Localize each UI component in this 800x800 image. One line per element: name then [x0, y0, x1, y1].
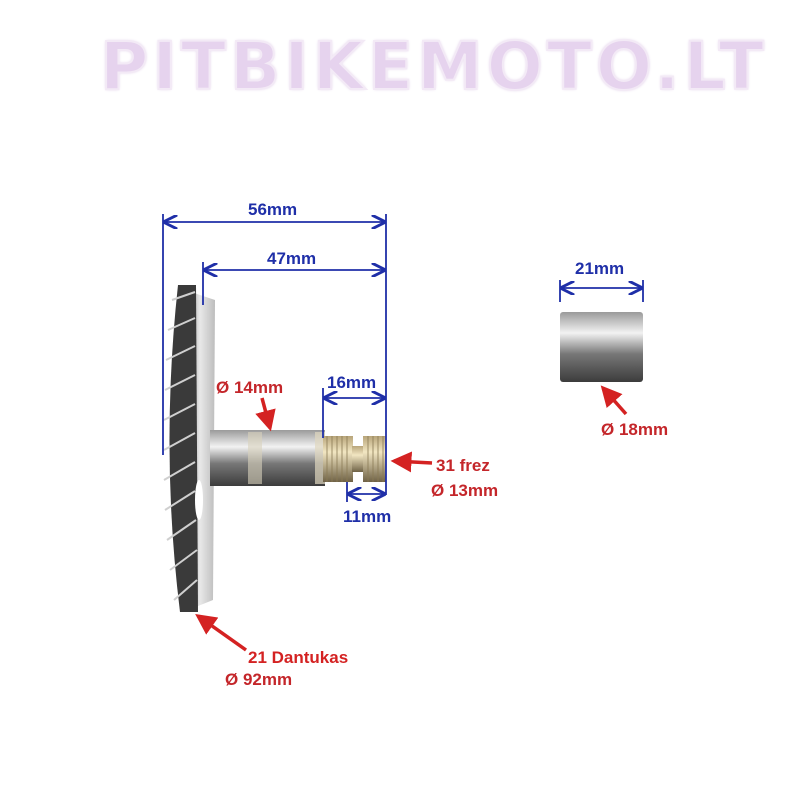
spline-diameter-label: Ø 13mm	[431, 481, 499, 500]
shaft	[210, 430, 386, 486]
bushing	[560, 312, 643, 382]
shaft-diameter-label: Ø 14mm	[216, 378, 284, 397]
gear	[163, 285, 215, 612]
spline-length-label: 16mm	[327, 373, 377, 392]
dimension-lines	[162, 214, 644, 502]
watermark-logo: PITBIKEMOTO.LT	[99, 27, 768, 106]
bushing-length-label: 21mm	[575, 259, 625, 278]
gear-diameter-label: Ø 92mm	[225, 670, 293, 689]
shaft-length-label: 47mm	[267, 249, 317, 268]
spline-tooth-length-label: 11mm	[343, 507, 392, 526]
bushing-diameter-label: Ø 18mm	[601, 420, 669, 439]
callout-arrows	[195, 385, 628, 652]
spline-count-label: 31 frez	[436, 456, 490, 475]
overall-length-label: 56mm	[248, 200, 298, 219]
gear-teeth-label: 21 Dantukas	[248, 648, 349, 667]
